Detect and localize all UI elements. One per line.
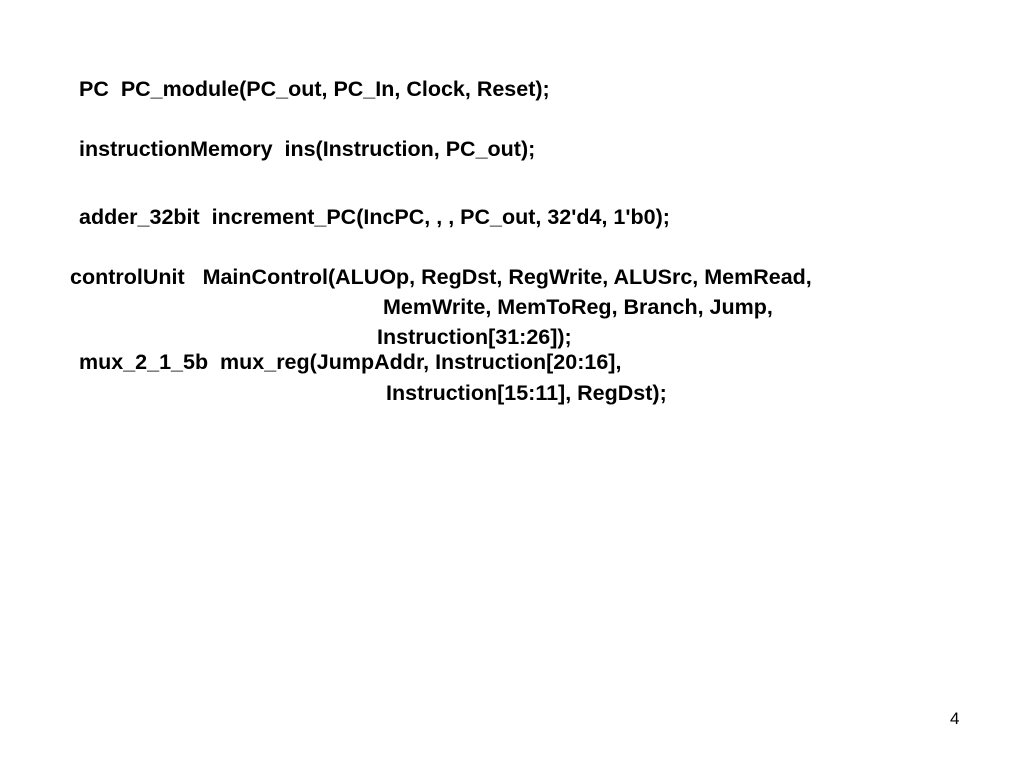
code-line-control-unit-cont-2: Instruction[31:26]); <box>377 325 572 349</box>
code-line-instruction-memory: instructionMemory ins(Instruction, PC_ou… <box>79 137 536 161</box>
code-line-pc-module: PC PC_module(PC_out, PC_In, Clock, Reset… <box>79 77 550 101</box>
code-line-control-unit: controlUnit MainControl(ALUOp, RegDst, R… <box>70 265 812 289</box>
page-number: 4 <box>950 709 960 728</box>
code-line-adder: adder_32bit increment_PC(IncPC, , , PC_o… <box>79 205 670 229</box>
code-line-mux-cont: Instruction[15:11], RegDst); <box>386 381 667 405</box>
code-line-control-unit-cont-1: MemWrite, MemToReg, Branch, Jump, <box>383 295 773 319</box>
code-line-mux: mux_2_1_5b mux_reg(JumpAddr, Instruction… <box>79 350 622 374</box>
